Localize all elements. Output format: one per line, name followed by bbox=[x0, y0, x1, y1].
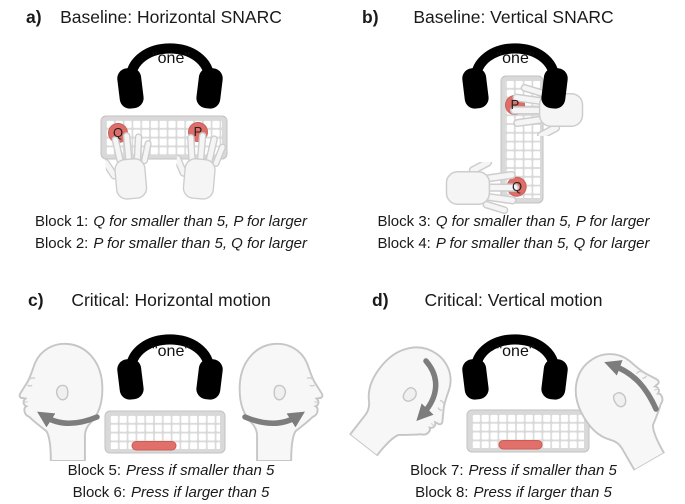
panel-c-illustration bbox=[18, 265, 324, 461]
key-q-label: Q bbox=[112, 125, 124, 140]
panel-label: d) bbox=[372, 290, 389, 310]
rotation-arrow-left bbox=[37, 411, 100, 428]
block-number: Block 6: bbox=[72, 484, 126, 501]
block-number: Block 2: bbox=[34, 235, 89, 252]
audio-stimulus-label: "one" bbox=[151, 50, 191, 67]
block-number: Block 7: bbox=[410, 462, 464, 479]
panel-title: Baseline: Horizontal SNARC bbox=[60, 7, 282, 27]
block-number: Block 5: bbox=[67, 462, 121, 479]
panel-a: a) Baseline: Horizontal SNARC "one" Q P … bbox=[0, 0, 342, 265]
panel-label: b) bbox=[362, 7, 379, 27]
head-facing-right-icon bbox=[238, 342, 324, 461]
block-instruction-line: Block 7: Press if smaller than 5 bbox=[342, 460, 685, 482]
block-rule: Press if larger than 5 bbox=[473, 484, 612, 501]
block-rule: P for smaller than 5, Q for larger bbox=[435, 235, 650, 252]
head-facing-left-icon bbox=[18, 342, 104, 461]
audio-stimulus-label: "one" bbox=[151, 343, 191, 360]
block-rule: Q for smaller than 5, P for larger bbox=[93, 213, 308, 230]
block-number: Block 4: bbox=[377, 235, 431, 252]
block-number: Block 1: bbox=[34, 213, 89, 230]
panel-d: d) Critical: Vertical motion "one" Block… bbox=[342, 265, 685, 504]
block-number: Block 3: bbox=[377, 213, 431, 230]
block-instruction-line: Block 6: Press if larger than 5 bbox=[0, 482, 342, 504]
block-instructions: Block 7: Press if smaller than 5 Block 8… bbox=[342, 460, 685, 504]
panel-title: Critical: Horizontal motion bbox=[71, 290, 271, 310]
panel-b: b) Baseline: Vertical SNARC "one" P Q Bl… bbox=[342, 0, 685, 265]
panel-title: Baseline: Vertical SNARC bbox=[413, 7, 614, 27]
block-instructions: Block 3: Q for smaller than 5, P for lar… bbox=[342, 211, 685, 255]
audio-stimulus-label: "one" bbox=[496, 50, 535, 67]
block-rule: Press if larger than 5 bbox=[130, 484, 270, 501]
panel-label: c) bbox=[28, 290, 44, 310]
rotation-arrow-right bbox=[242, 411, 305, 428]
panel-label: a) bbox=[26, 7, 42, 27]
spacebar-highlight bbox=[498, 440, 543, 450]
panel-title: Critical: Vertical motion bbox=[424, 290, 603, 310]
block-instruction-line: Block 8: Press if larger than 5 bbox=[342, 482, 685, 504]
block-instruction-line: Block 2: P for smaller than 5, Q for lar… bbox=[0, 233, 342, 255]
block-rule: Q for smaller than 5, P for larger bbox=[435, 213, 650, 230]
block-number: Block 8: bbox=[415, 484, 469, 501]
block-rule: P for smaller than 5, Q for larger bbox=[93, 235, 308, 252]
key-p-label: P bbox=[510, 97, 520, 112]
block-instructions: Block 1: Q for smaller than 5, P for lar… bbox=[0, 211, 342, 255]
keyboard-illustration bbox=[104, 410, 226, 454]
key-q-label: Q bbox=[511, 179, 523, 194]
block-instruction-line: Block 4: P for smaller than 5, Q for lar… bbox=[342, 233, 685, 255]
block-instruction-line: Block 3: Q for smaller than 5, P for lar… bbox=[342, 211, 685, 233]
panel-d-illustration bbox=[342, 330, 685, 480]
block-rule: Press if smaller than 5 bbox=[468, 462, 617, 479]
block-rule: Press if smaller than 5 bbox=[125, 462, 275, 479]
block-instructions: Block 5: Press if smaller than 5 Block 6… bbox=[0, 460, 342, 504]
panel-a-illustration bbox=[100, 0, 228, 202]
panel-b-illustration bbox=[445, 0, 584, 214]
rotation-arrow-up bbox=[604, 360, 659, 412]
key-p-label: P bbox=[193, 124, 203, 139]
rotation-arrow-down bbox=[416, 358, 439, 422]
block-instruction-line: Block 5: Press if smaller than 5 bbox=[0, 460, 342, 482]
spacebar-highlight bbox=[131, 441, 177, 451]
keyboard-illustration bbox=[466, 409, 590, 453]
block-instruction-line: Block 1: Q for smaller than 5, P for lar… bbox=[0, 211, 342, 233]
panel-c: c) Critical: Horizontal motion "one" Blo… bbox=[0, 265, 342, 504]
audio-stimulus-label: "one" bbox=[496, 343, 535, 360]
